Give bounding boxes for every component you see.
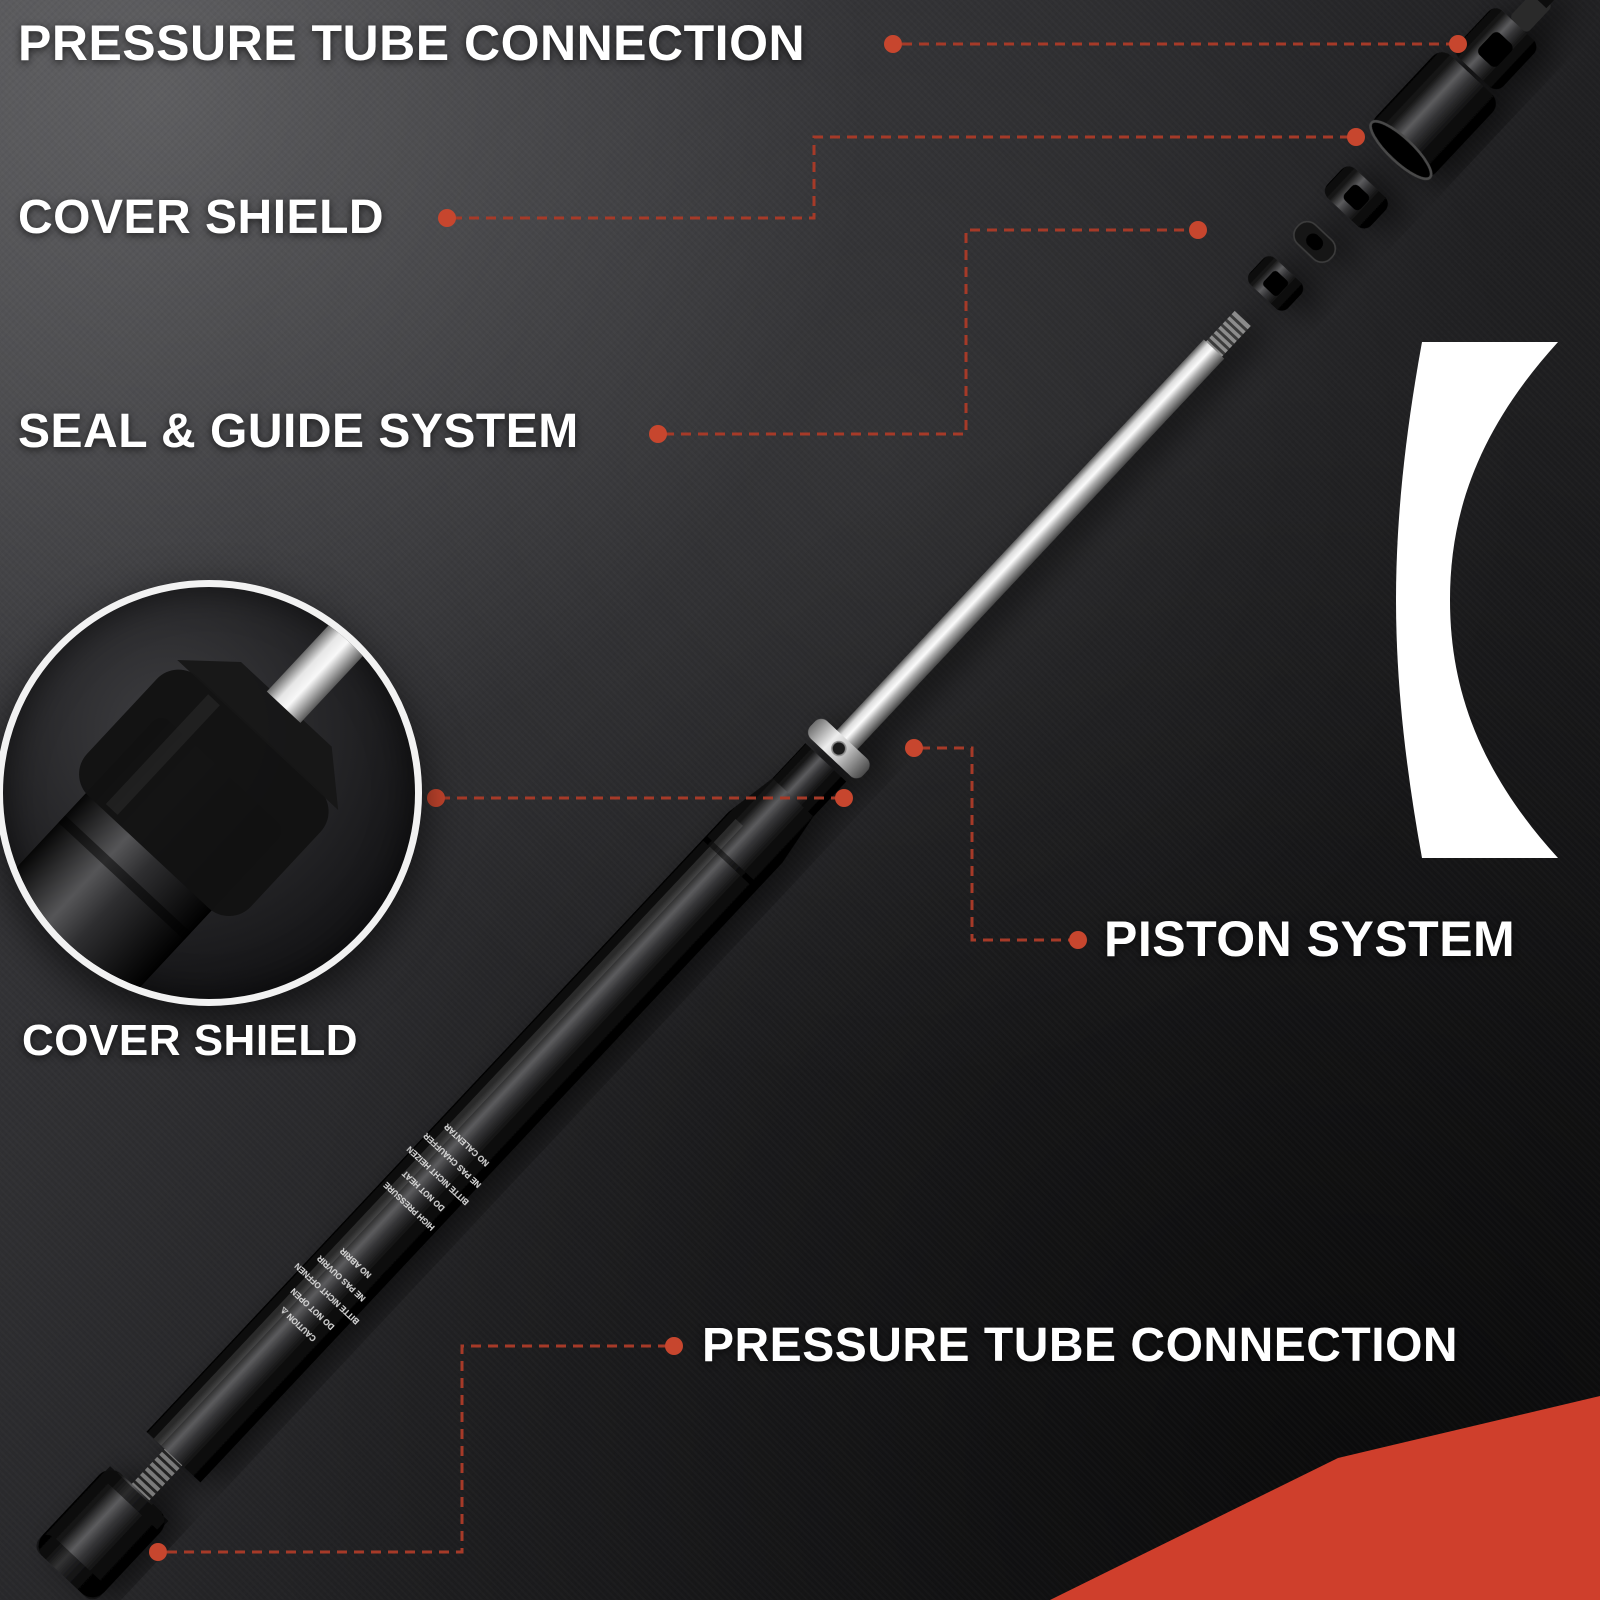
- bottom-end-fitting: [36, 1466, 169, 1600]
- leader-dot: [665, 1337, 683, 1355]
- piston-rod-shaft: [836, 339, 1225, 750]
- piston-disc-hole: [831, 740, 847, 757]
- inset-artwork: [3, 587, 415, 999]
- seal-guide-parts: [1248, 166, 1388, 311]
- gas-strut-assembly: CAUTION ⚠ DO NOT OPEN BITTE NICHT OFFNEN…: [36, 0, 1555, 1600]
- cover-shield-cap-opening: [1370, 121, 1432, 179]
- thread-grooves: [133, 1447, 184, 1499]
- label-text: PRESSURE TUBE CONNECTION: [18, 15, 806, 71]
- inset-boot-highlight: [105, 694, 220, 815]
- pressure-tube-seam: [702, 835, 761, 891]
- label-cover-shield-inset: COVER SHIELD: [22, 1016, 358, 1066]
- leader-dot: [427, 789, 445, 807]
- label-pressure-tube-connection-bottom: PRESSURE TUBE CONNECTION: [702, 1318, 1458, 1373]
- leader-dot: [438, 209, 456, 227]
- pressure-tube-highlight: [153, 818, 743, 1446]
- leader-line-cover-shield-top: [452, 135, 1352, 220]
- bottom-end-fitting-shadow: [36, 1534, 104, 1600]
- label-pressure-tube-connection-top: PRESSURE TUBE CONNECTION: [18, 14, 805, 72]
- label-text: COVER SHIELD: [18, 191, 385, 244]
- bottom-end-fitting-rim: [100, 1466, 169, 1532]
- pressure-tube-cylinder: [146, 812, 783, 1483]
- inset-circle-cover-shield-closeup: [0, 580, 422, 1006]
- guide-nut-large-hole: [1343, 184, 1370, 211]
- leader-dot: [1069, 931, 1087, 949]
- leader-dot: [905, 739, 923, 757]
- cover-shield-cap: [1369, 52, 1496, 181]
- inset-boot-taper: [177, 660, 339, 811]
- inset-tube-groove: [58, 815, 192, 940]
- leader-line-seal-guide: [664, 228, 1194, 436]
- label-text: SEAL & GUIDE SYSTEM: [18, 405, 579, 458]
- pressure-tube-body: CAUTION ⚠ DO NOT OPEN BITTE NICHT OFFNEN…: [146, 743, 847, 1483]
- inset-cover-shield-boot: [79, 669, 329, 917]
- label-piston-system: PISTON SYSTEM: [1104, 910, 1515, 968]
- label-text: PISTON SYSTEM: [1104, 911, 1516, 967]
- leader-dot: [884, 35, 902, 53]
- guide-nut-small-hole: [1263, 270, 1289, 296]
- cover-shield-cap-rim: [1369, 120, 1433, 181]
- label-text: PRESSURE TUBE CONNECTION: [702, 1319, 1459, 1372]
- leader-dot: [1347, 128, 1365, 146]
- red-corner-accent: [1050, 1396, 1600, 1600]
- leader-line-piston-system: [920, 746, 1072, 942]
- label-text: COVER SHIELD: [22, 1016, 359, 1065]
- inset-strut-closeup: [3, 587, 415, 999]
- top-end-fitting: [1455, 0, 1555, 90]
- label-cover-shield-top: COVER SHIELD: [18, 190, 384, 245]
- leader-line-pressure-tube-bottom: [164, 1344, 668, 1554]
- bottom-thread: [131, 1447, 184, 1501]
- leader-dot: [149, 1543, 167, 1561]
- white-bracket-accent: [1396, 342, 1558, 858]
- label-seal-guide-system: SEAL & GUIDE SYSTEM: [18, 404, 579, 459]
- seal-o-ring-hole: [1306, 233, 1324, 251]
- leader-lines: [164, 42, 1456, 1554]
- leader-dots: [149, 35, 1467, 1561]
- piston-rod: [836, 310, 1251, 750]
- top-end-fitting-stud-tip: [1533, 0, 1555, 9]
- leader-dot: [649, 425, 667, 443]
- top-end-fitting-socket: [1478, 32, 1513, 67]
- piston-disc: [808, 718, 870, 779]
- leader-dot: [835, 789, 853, 807]
- leader-dot: [1189, 221, 1207, 239]
- leader-dot: [1449, 35, 1467, 53]
- pressure-tube-collar: [772, 743, 847, 817]
